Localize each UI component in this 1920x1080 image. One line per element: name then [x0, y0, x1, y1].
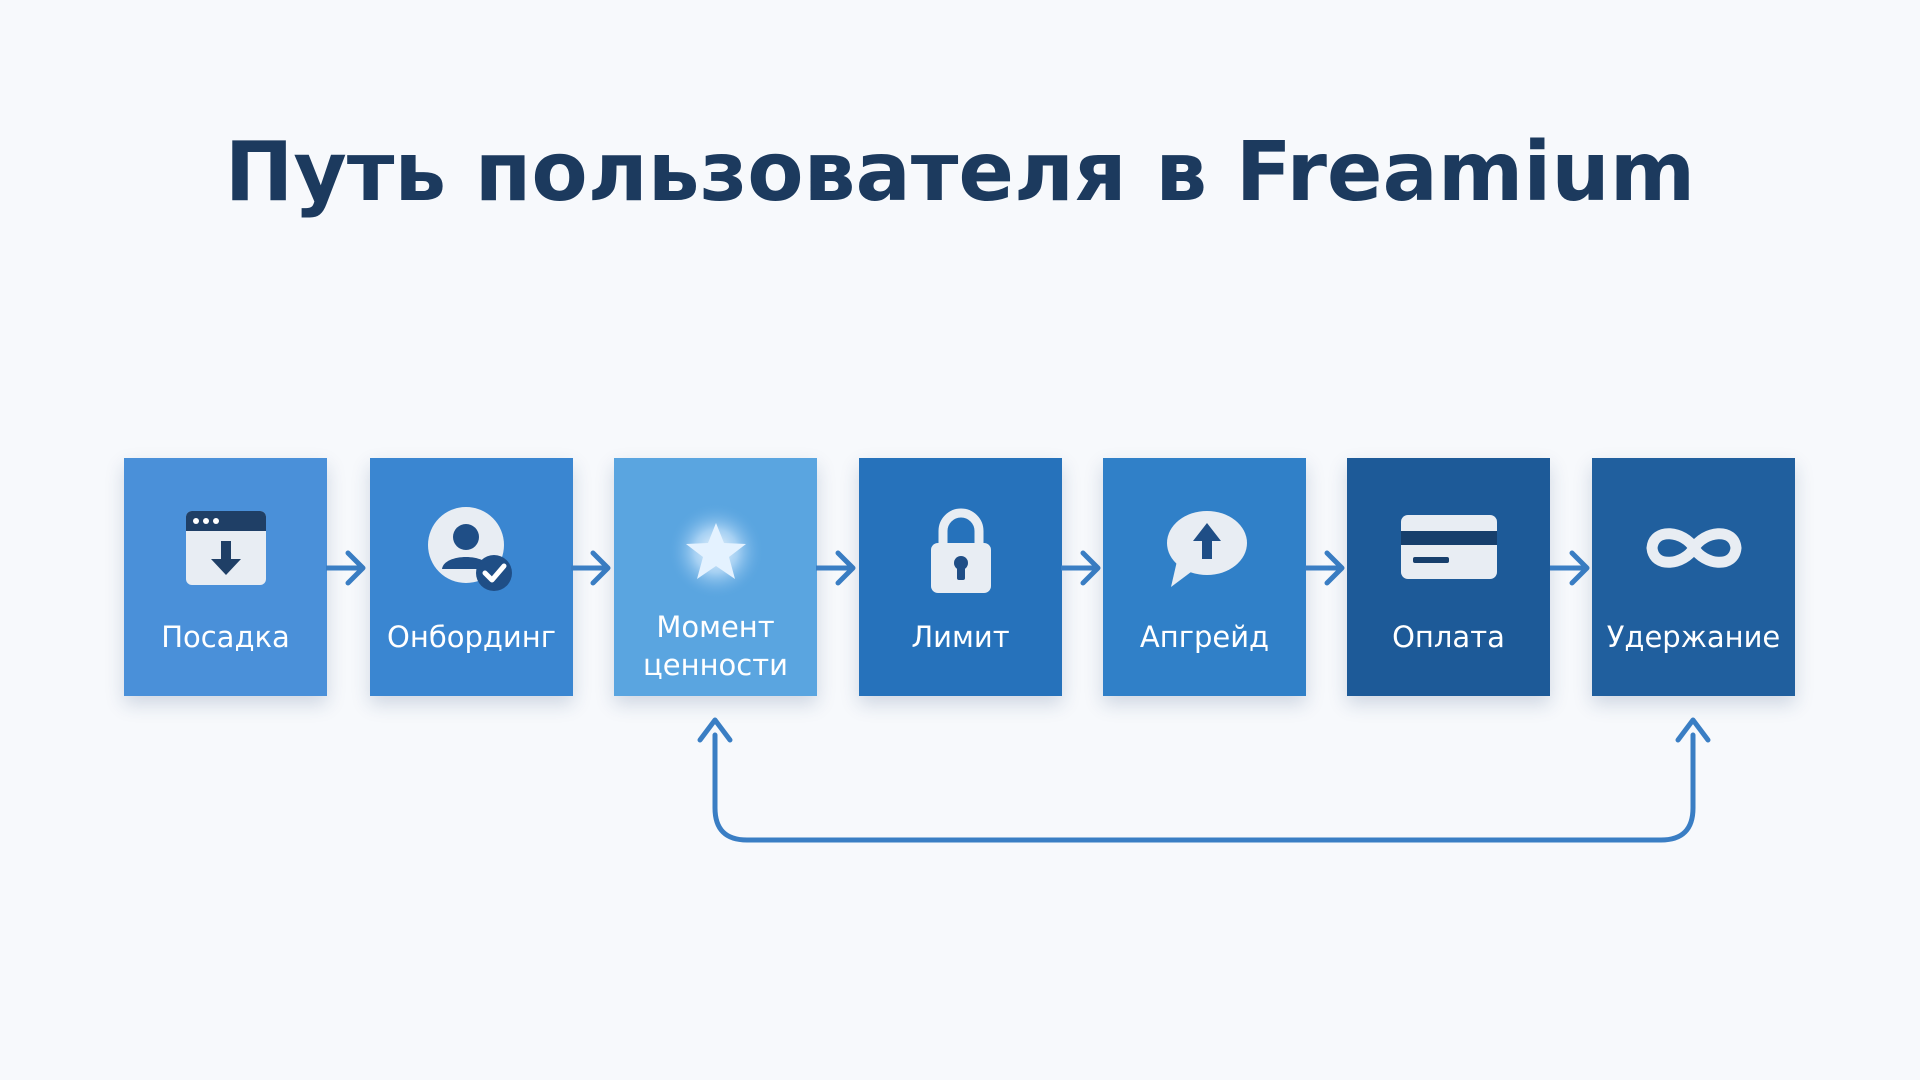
step-onboarding: Онбординг — [370, 458, 573, 696]
user-check-icon — [370, 503, 573, 603]
lock-icon — [859, 503, 1062, 603]
step-label: Посадка — [161, 620, 290, 654]
arrow-right-icon — [816, 550, 856, 586]
star-icon — [614, 503, 817, 603]
step-label: Лимит — [911, 620, 1010, 654]
arrow-right-icon — [326, 550, 366, 586]
arrow-right-icon — [1550, 550, 1590, 586]
infinity-icon — [1592, 503, 1795, 603]
step-limit: Лимит — [859, 458, 1062, 696]
step-label: Апгрейд — [1139, 620, 1270, 654]
step-label: Оплата — [1392, 620, 1505, 654]
step-landing: Посадка — [124, 458, 327, 696]
loop-arrowhead-right — [1675, 717, 1711, 743]
arrow-right-icon — [1305, 550, 1345, 586]
step-retention: Удержание — [1592, 458, 1795, 696]
upgrade-bubble-icon — [1103, 503, 1306, 603]
step-upgrade: Апгрейд — [1103, 458, 1306, 696]
step-payment: Оплата — [1347, 458, 1550, 696]
download-window-icon — [124, 503, 327, 603]
credit-card-icon — [1347, 503, 1550, 603]
arrow-right-icon — [571, 550, 611, 586]
step-label: Онбординг — [387, 620, 556, 654]
arrow-right-icon — [1061, 550, 1101, 586]
step-label: Удержание — [1606, 620, 1781, 654]
diagram-title: Путь пользователя в Freamium — [224, 125, 1696, 220]
loop-arrowhead-left — [697, 717, 733, 743]
